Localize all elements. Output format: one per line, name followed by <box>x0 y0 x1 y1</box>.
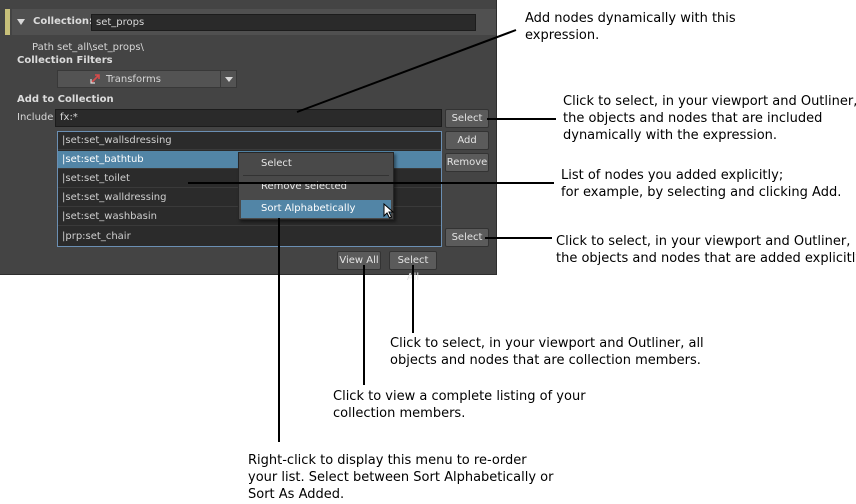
annotation-select-explicit: Click to select, in your viewport and Ou… <box>556 234 856 266</box>
menu-item-remove-selected[interactable]: Remove selected <box>261 181 347 192</box>
menu-item-sort-alphabetically[interactable]: Sort Alphabetically <box>241 200 391 218</box>
path-value: set_all\set_props\ <box>57 42 144 53</box>
accent-bar <box>5 9 10 35</box>
path-label: Path <box>32 42 54 53</box>
callout-line-expression <box>296 29 517 113</box>
filter-value: Transforms <box>106 74 161 85</box>
annotation-context-menu: Right-click to display this menu to re-o… <box>248 453 554 502</box>
annotation-view-all: Click to view a complete listing of your… <box>333 389 586 421</box>
list-item[interactable]: |set:set_wallsdressing <box>58 132 441 150</box>
collection-panel: Collection: set_props Path set_all\set_p… <box>0 0 497 283</box>
include-expression-field[interactable]: fx:* <box>55 109 442 127</box>
chevron-down-icon <box>225 77 233 82</box>
add-to-collection-label: Add to Collection <box>17 94 114 105</box>
transform-icon <box>90 74 100 84</box>
annotation-select-all: Click to select, in your viewport and Ou… <box>390 336 704 368</box>
dropdown-divider <box>220 71 221 87</box>
collection-name-field[interactable]: set_props <box>91 14 476 31</box>
menu-item-select[interactable]: Select <box>261 158 292 169</box>
view-all-button[interactable]: View All <box>337 251 381 270</box>
annotation-explicit-list: List of nodes you added explicitly; for … <box>561 168 842 200</box>
list-item[interactable]: |set:set_washbasin <box>58 208 441 226</box>
mouse-pointer-icon <box>383 203 395 219</box>
menu-separator <box>243 175 389 176</box>
collection-filters-label: Collection Filters <box>17 55 113 66</box>
collection-label: Collection: <box>33 16 93 27</box>
include-label: Include <box>17 112 54 123</box>
add-button[interactable]: Add <box>445 131 489 150</box>
list-item[interactable]: |prp:set_chair <box>62 231 131 242</box>
remove-button[interactable]: Remove <box>445 153 489 172</box>
filter-dropdown[interactable]: Transforms <box>57 70 237 88</box>
annotation-expression: Add nodes dynamically with this expressi… <box>525 11 736 43</box>
context-menu: Select Remove selected Sort Alphabetical… <box>238 152 394 220</box>
expand-icon[interactable] <box>17 19 25 25</box>
annotation-select-expression: Click to select, in your viewport and Ou… <box>563 94 856 143</box>
